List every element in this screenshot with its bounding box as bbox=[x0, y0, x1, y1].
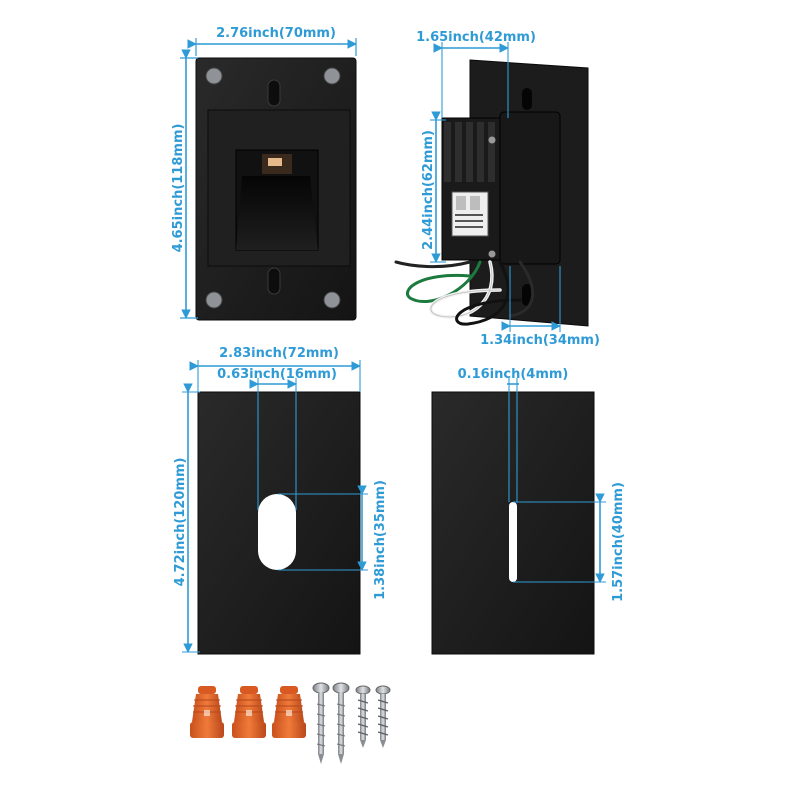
front-height-label: 4.65inch(118mm) bbox=[171, 124, 186, 253]
mount-slot bbox=[267, 79, 281, 107]
narrow-slot bbox=[509, 502, 517, 582]
driver-box bbox=[499, 111, 561, 265]
wire-nut-icon bbox=[232, 686, 266, 738]
corner-screw-icon bbox=[205, 291, 223, 309]
cover-a-height-label: 4.72inch(120mm) bbox=[173, 458, 188, 587]
corner-screw-icon bbox=[205, 67, 223, 85]
side-top-label: 1.65inch(42mm) bbox=[416, 30, 536, 45]
cover-a-slot-height-label: 1.38inch(35mm) bbox=[373, 480, 388, 600]
screw-icon bbox=[312, 682, 330, 764]
front-width-label: 2.76inch(70mm) bbox=[216, 26, 336, 41]
side-view: 1.65inch(42mm) 2.44inch(62mm) 1.34inch(3… bbox=[394, 30, 600, 348]
accessories bbox=[190, 682, 391, 764]
screw-icon bbox=[355, 685, 371, 748]
oval-slot bbox=[258, 494, 296, 570]
side-height-label: 2.44inch(62mm) bbox=[421, 130, 436, 250]
screw-icon bbox=[332, 682, 350, 764]
mount-slot bbox=[522, 88, 532, 110]
wire-nut-icon bbox=[190, 686, 224, 738]
lead-wires bbox=[394, 260, 535, 326]
mount-slot bbox=[522, 284, 532, 306]
cover-plate-narrow-slot: 0.16inch(4mm) 1.57inch(40mm) bbox=[431, 367, 626, 655]
wire-nut-icon bbox=[272, 686, 306, 738]
screw-icon bbox=[375, 685, 391, 748]
corner-screw-icon bbox=[323, 67, 341, 85]
cover-a-slot-width-label: 0.63inch(16mm) bbox=[217, 367, 337, 382]
cover-b-slot-height-label: 1.57inch(40mm) bbox=[611, 482, 626, 602]
front-view: 2.76inch(70mm) 4.65inch(118mm) bbox=[171, 26, 357, 321]
cover-b-slot-width-label: 0.16inch(4mm) bbox=[458, 367, 569, 382]
cover-plate-oval-slot: 2.83inch(72mm) 0.63inch(16mm) 4.72inch(1… bbox=[173, 346, 388, 655]
side-depth-label: 1.34inch(34mm) bbox=[480, 333, 600, 348]
heatsink bbox=[441, 117, 509, 261]
corner-screw-icon bbox=[323, 291, 341, 309]
cover-a-width-label: 2.83inch(72mm) bbox=[219, 346, 339, 361]
mount-slot bbox=[267, 267, 281, 295]
